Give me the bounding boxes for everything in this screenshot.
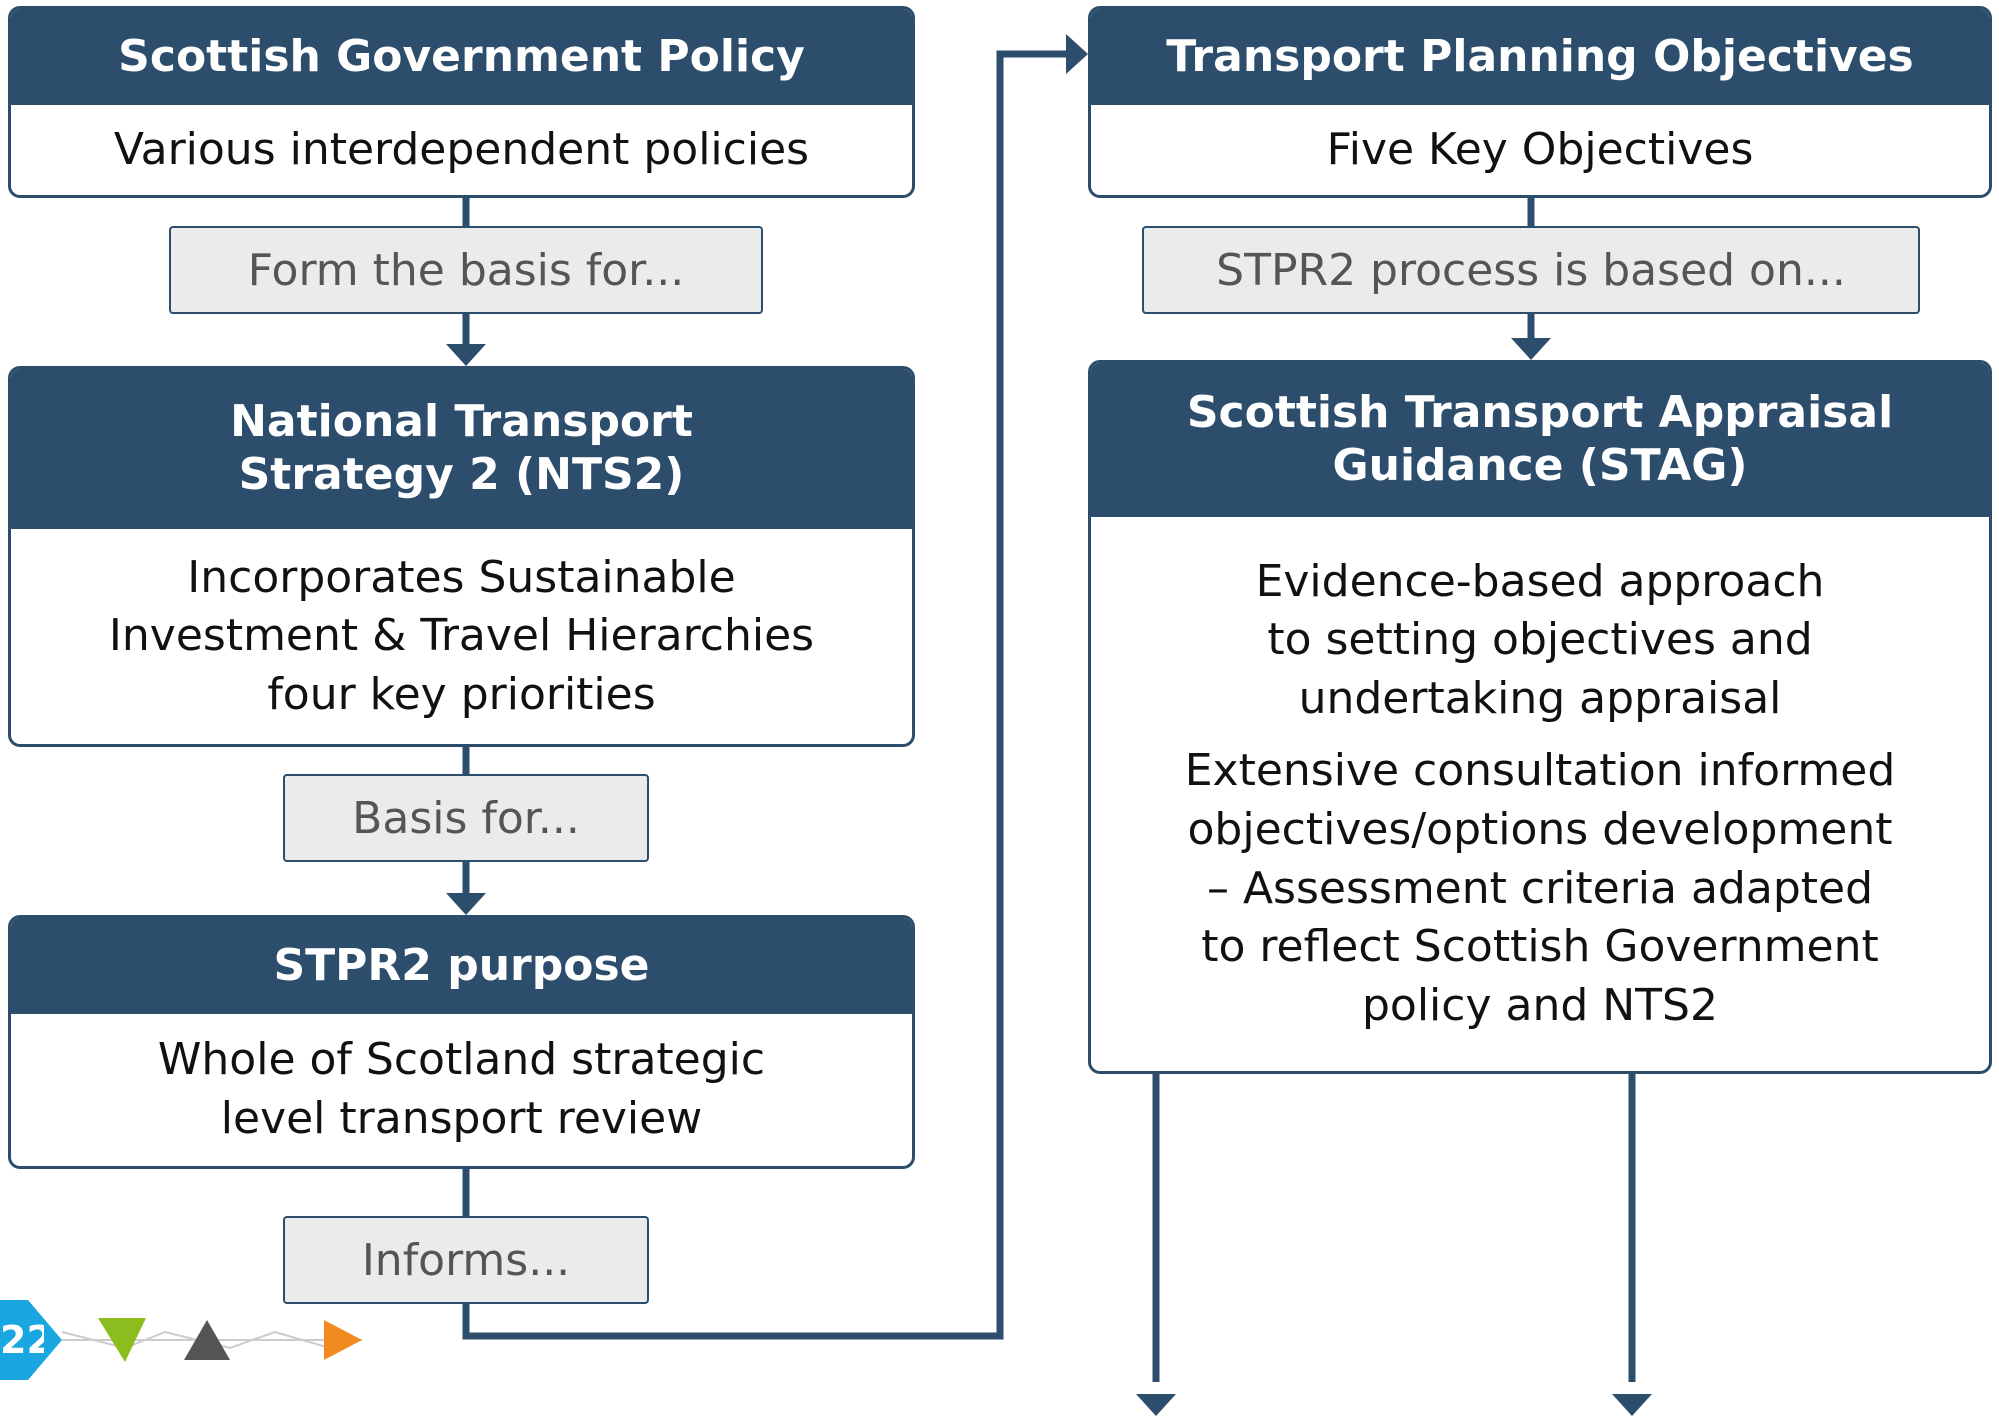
stag-body-approach: Evidence-based approach to setting objec… xyxy=(1255,555,1825,724)
arrowhead-to-objectives xyxy=(1066,34,1088,74)
stag-body-consultation: Extensive consultation informed objectiv… xyxy=(1184,745,1896,1031)
stag-title: Scottish Transport Appraisal Guidance (S… xyxy=(1091,363,1989,517)
policy-title: Scottish Government Policy xyxy=(11,9,912,105)
logo-number: 22 xyxy=(0,1318,44,1362)
logo-orange-triangle xyxy=(324,1320,362,1360)
arrowhead-to-stag xyxy=(1511,338,1551,360)
nts2-body: Incorporates Sustainable Investment & Tr… xyxy=(108,551,815,720)
logo-blue-shape xyxy=(0,1300,62,1380)
logo-green-triangle xyxy=(98,1318,146,1362)
arrowhead-down-right xyxy=(1612,1394,1652,1416)
arrowhead-to-purpose xyxy=(446,893,486,915)
nts2-box: National Transport Strategy 2 (NTS2) Inc… xyxy=(8,366,915,747)
arrowhead-down-left xyxy=(1136,1394,1176,1416)
nts2-title: National Transport Strategy 2 (NTS2) xyxy=(11,369,912,529)
link-stpr2-based-on: STPR2 process is based on... xyxy=(1142,226,1920,314)
objectives-body: Five Key Objectives xyxy=(1326,123,1754,175)
stag-body: Evidence-based approach to setting objec… xyxy=(1091,517,1989,1071)
link-form-basis: Form the basis for... xyxy=(169,226,763,314)
link-informs: Informs... xyxy=(283,1216,649,1304)
arrowhead-to-nts2 xyxy=(446,344,486,366)
purpose-box: STPR2 purpose Whole of Scotland strategi… xyxy=(8,915,915,1169)
policy-box: Scottish Government Policy Various inter… xyxy=(8,6,915,198)
objectives-title: Transport Planning Objectives xyxy=(1091,9,1989,105)
connector-link3-objectives xyxy=(462,50,1072,1340)
stag-box: Scottish Transport Appraisal Guidance (S… xyxy=(1088,360,1992,1074)
logo-mark xyxy=(0,1300,362,1380)
purpose-body: Whole of Scotland strategic level transp… xyxy=(157,1034,766,1144)
purpose-title: STPR2 purpose xyxy=(11,918,912,1014)
logo-grey-triangle xyxy=(184,1320,230,1360)
objectives-box: Transport Planning Objectives Five Key O… xyxy=(1088,6,1992,198)
link-basis-for: Basis for... xyxy=(283,774,649,862)
policy-body: Various interdependent policies xyxy=(113,123,810,175)
